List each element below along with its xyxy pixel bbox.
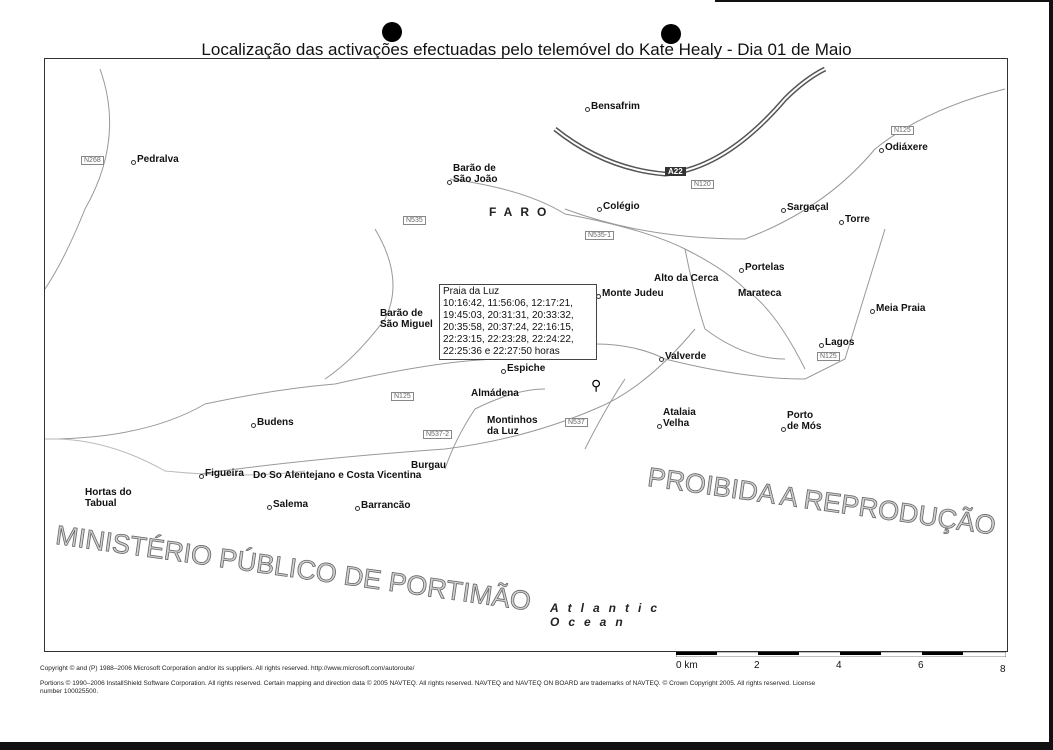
road-label: N125 <box>891 126 914 135</box>
scale-bar <box>676 652 1006 657</box>
place-label: Pedralva <box>131 154 179 165</box>
poi-label: Do So Alentejano e Costa Vicentina <box>253 470 422 481</box>
road-label: N537-2 <box>423 430 452 439</box>
place-label: Bensafrim <box>585 101 640 112</box>
place-label: Barão de São João <box>446 163 498 185</box>
place-label: Sargaçal <box>781 202 829 213</box>
scan-edge-top <box>715 0 1053 2</box>
road-label: N268 <box>81 156 104 165</box>
place-label: Colégio <box>597 201 640 212</box>
punch-hole <box>382 22 402 42</box>
place-label: Barão de São Miguel <box>380 308 433 330</box>
place-label: Porto de Mós <box>780 410 822 432</box>
place-label: Torre <box>839 214 870 225</box>
road-label: N535 <box>403 216 426 225</box>
copyright-line: Copyright © and (P) 1988–2006 Microsoft … <box>40 665 415 672</box>
scale-label: 6 <box>918 660 924 671</box>
copyright-line: number 100025500. <box>40 688 99 695</box>
region-label: FARO <box>489 205 555 219</box>
popup-line: 22:25:36 e 22:27:50 horas <box>443 346 560 357</box>
place-label: Meia Praia <box>869 303 926 314</box>
place-label: Alto da Cerca <box>654 273 719 284</box>
popup-line: 10:16:42, 11:56:06, 12:17:21, <box>443 298 573 309</box>
road-label: N535-1 <box>585 231 614 240</box>
road-label: N120 <box>691 180 714 189</box>
place-label: Figueira <box>199 468 244 479</box>
ocean-label: Ocean <box>550 615 632 629</box>
scale-label: 0 km <box>676 660 698 671</box>
place-label: Espiche <box>500 363 546 374</box>
punch-hole <box>661 24 681 44</box>
place-label: Marateca <box>738 288 782 299</box>
copyright-line: Portions © 1990–2006 InstallShield Softw… <box>40 680 816 687</box>
road-label: N537 <box>565 418 588 427</box>
road-network <box>45 66 1006 476</box>
popup-line: 20:35:58, 20:37:24, 22:16:15, <box>443 322 574 333</box>
pushpin-icon[interactable]: ⚲ <box>591 377 602 393</box>
place-label: Montinhos da Luz <box>487 415 538 437</box>
page-title: Localização das activações efectuadas pe… <box>201 40 852 59</box>
popup-line: 22:23:15, 22:23:28, 22:24:22, <box>443 334 574 345</box>
place-label: Atalaia Velha <box>657 407 696 429</box>
place-label: Valverde <box>658 351 707 362</box>
place-label: Budens <box>251 417 294 428</box>
place-label: Hortas do Tabual <box>85 487 132 509</box>
place-label: Almádena <box>471 388 519 399</box>
popup-title: Praia da Luz <box>443 286 500 297</box>
scale-label: 2 <box>754 660 760 671</box>
scale-label: 8 <box>1000 664 1006 675</box>
place-label: Salema <box>266 499 309 510</box>
activation-popup: Praia da Luz 10:16:42, 11:56:06, 12:17:2… <box>439 284 597 360</box>
place-label: Odiáxere <box>879 142 928 153</box>
place-label: Monte Judeu <box>596 288 664 299</box>
place-label: Barrancão <box>354 500 411 511</box>
place-label: Burgau <box>411 460 446 471</box>
road-label: N125 <box>817 352 840 361</box>
ocean-label: Atlantic <box>550 601 667 615</box>
scale-label: 4 <box>836 660 842 671</box>
scan-edge-bottom <box>0 742 1053 750</box>
scan-edge-right <box>1049 0 1053 750</box>
popup-line: 19:45:03, 20:31:31, 20:33:32, <box>443 310 574 321</box>
place-label: Lagos <box>818 337 855 348</box>
place-label: Portelas <box>738 262 785 273</box>
road-label: N125 <box>391 392 414 401</box>
motorway-shield: A22 <box>665 167 686 176</box>
map[interactable]: Bensafrim Pedralva Barão de São João Col… <box>44 58 1008 652</box>
